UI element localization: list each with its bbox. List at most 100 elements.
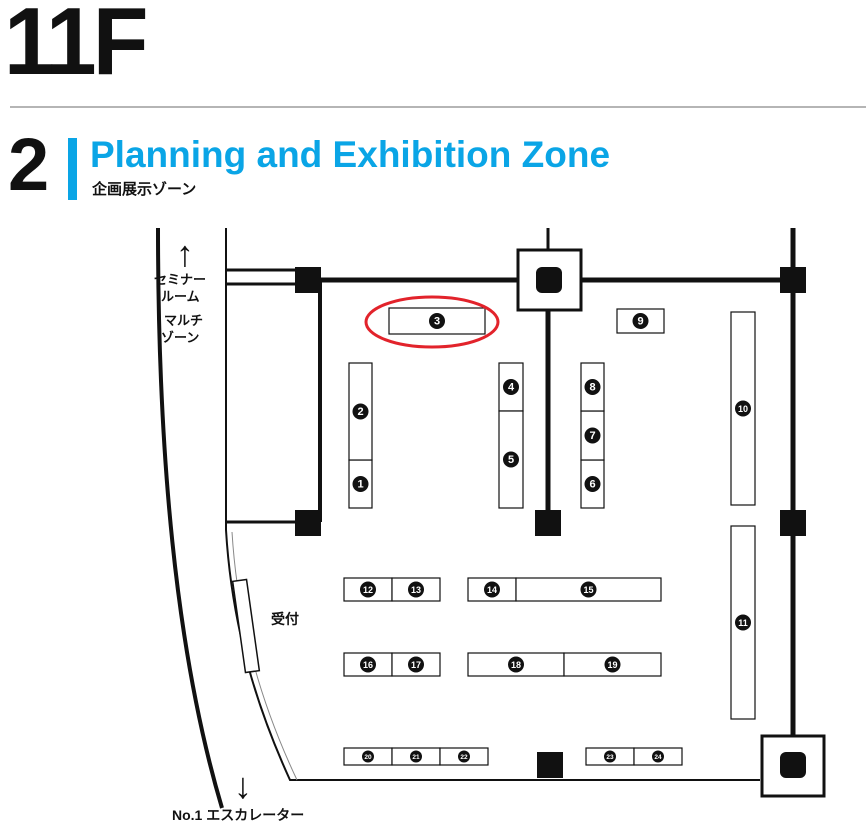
booth-12: 12 [343,577,393,602]
booth-number-badge [735,400,751,417]
booth-number-badge [458,750,470,763]
booth-number: 1 [357,479,363,491]
booth-11: 11 [730,525,756,720]
booth-number-badge [360,581,376,598]
pillar [295,267,321,293]
booth-24: 24 [633,747,683,766]
up-arrow-icon: ↑ [176,233,194,274]
outer-curve-wall [156,227,224,809]
booth-number: 23 [606,754,614,761]
booth-number-badge [352,476,369,492]
pillar [780,510,806,536]
booth-number-badge [580,581,597,598]
booth-number: 7 [589,430,595,442]
booth-15: 15 [515,577,662,602]
booth-4: 4 [498,362,524,412]
booth-20: 20 [343,747,393,766]
booth-number-badge [484,581,500,598]
elevator-core [516,248,583,312]
zone-title: Planning and Exhibition Zone [90,134,611,175]
booth-number-badge [584,427,601,444]
floor-title: 11F [4,0,149,95]
booth-number: 2 [357,406,363,418]
multi-label-1: マルチ [164,313,203,328]
booth-1: 1 [348,459,373,509]
booth-number-badge [503,379,519,395]
zone-subtitle: 企画展示ゾーン [92,181,197,198]
booth-number: 16 [363,660,373,670]
booth-14: 14 [467,577,517,602]
booth-number-badge [362,750,374,763]
booth-23: 23 [585,747,635,766]
reception-desk [231,578,261,674]
booth-18: 18 [467,652,565,677]
booth-number: 13 [411,585,421,595]
booth-number: 24 [654,754,662,761]
booth-number-badge [360,656,376,673]
booth-9: 9 [616,308,665,334]
booth-5: 5 [498,410,524,509]
zone-accent-bar [68,138,77,200]
booth-number-badge [508,656,524,673]
seminar-label-1: セミナー [154,272,206,287]
down-arrow-icon: ↓ [234,765,252,806]
booth-number: 11 [738,618,748,628]
booth-outline [388,307,486,335]
booth-number: 3 [434,316,440,328]
multi-label-2: ゾーン [161,330,199,345]
booth-6: 6 [580,459,605,509]
reception-label: 受付 [271,611,299,627]
booth-number-badge [408,581,424,598]
booth-number: 19 [607,660,617,670]
pillar [537,752,563,778]
booth-number: 9 [637,316,643,328]
booth-number-badge [410,750,422,763]
booth-number: 17 [411,660,421,670]
booth-21: 21 [391,747,441,766]
booth-number: 22 [460,754,468,761]
header-divider [10,106,866,108]
booth-number-badge [584,476,601,492]
inner-wall-line-2 [231,531,298,781]
booth-number-badge [632,313,649,329]
booth-3-highlight [364,295,500,349]
booth-number: 18 [511,660,521,670]
escalator-label: No.1 エスカレーター [172,807,304,823]
booth-number-badge [604,656,621,673]
pillar [535,510,561,536]
booth-number: 20 [364,754,372,761]
booth-7: 7 [580,410,605,461]
booth-number: 14 [487,585,497,595]
booth-number: 12 [363,585,373,595]
elevator-core [760,734,826,798]
booth-3: 3 [388,307,486,335]
booth-number: 21 [412,754,420,761]
booth-number-badge [429,313,445,329]
booth-number: 8 [589,382,595,394]
booth-number: 4 [508,382,515,394]
booth-number-badge [408,656,424,673]
booth-number-badge [604,750,616,763]
booth-number-badge [735,614,751,631]
booth-number-badge [352,403,369,420]
booth-number: 5 [508,454,514,466]
booth-17: 17 [391,652,441,677]
booth-13: 13 [391,577,441,602]
pillar [780,267,806,293]
booth-19: 19 [563,652,662,677]
seminar-label-2: ルーム [161,289,200,304]
booth-22: 22 [439,747,489,766]
booth-2: 2 [348,362,373,461]
booth-number: 6 [589,479,595,491]
booth-number-badge [503,451,519,468]
booth-number-badge [652,750,664,763]
booth-number: 10 [738,404,748,414]
booth-10: 10 [730,311,756,506]
zone-number: 2 [8,123,50,206]
booth-number: 15 [583,585,593,595]
booth-16: 16 [343,652,393,677]
booth-number-badge [584,379,601,395]
booth-8: 8 [580,362,605,412]
